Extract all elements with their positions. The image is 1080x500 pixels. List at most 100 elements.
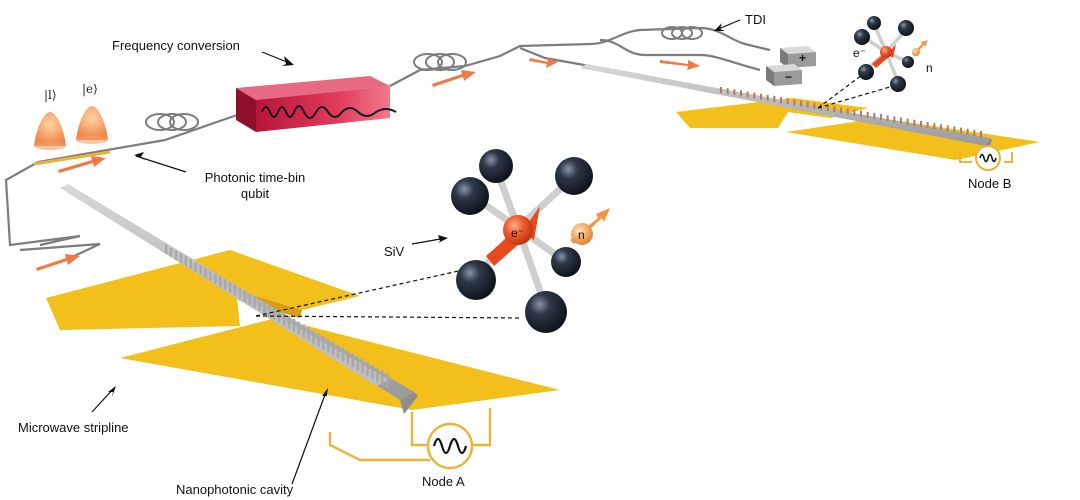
cavity-hole	[346, 350, 350, 365]
cavity-hole	[746, 91, 749, 98]
cavity-hole	[297, 321, 300, 335]
fiber-loop-icon	[661, 26, 703, 40]
cavity-hole	[204, 267, 207, 278]
cavity-hole	[880, 114, 882, 121]
cavity-hole	[248, 293, 251, 305]
cavity-hole	[720, 87, 722, 93]
cavity-hole	[214, 273, 217, 284]
cavity-hole	[760, 93, 762, 100]
label-node-b: Node B	[968, 176, 1012, 191]
cavity-hole	[199, 264, 202, 275]
cavity-hole	[307, 327, 310, 341]
photonic-crystal-holes-a	[165, 245, 389, 388]
label-microwave-stripline: Microwave stripline	[18, 420, 129, 435]
label-tdi: TDI	[745, 12, 766, 27]
cavity-hole	[860, 110, 862, 117]
fiber-loop-icon	[413, 53, 467, 71]
cavity-hole	[169, 247, 173, 257]
cavity-hole	[873, 112, 876, 119]
detector-icon	[766, 64, 802, 86]
cavity-hole	[753, 92, 756, 99]
photon-pulse-early	[76, 106, 108, 144]
cavity-hole	[953, 126, 956, 133]
cavity-hole	[361, 358, 364, 374]
siv-defect-large	[451, 149, 610, 333]
ket-early: |e⟩	[82, 82, 98, 96]
nucleus-label-large: n	[578, 228, 585, 242]
cavity-hole	[973, 129, 976, 136]
cavity-hole	[376, 367, 379, 383]
cavity-hole	[322, 336, 325, 350]
cavity-hole	[179, 253, 183, 263]
cavity-hole	[253, 296, 256, 308]
fiber-loop-icon	[145, 113, 199, 131]
cavity-hole	[287, 316, 291, 329]
label-siv: SiV	[384, 244, 405, 259]
cavity-hole	[292, 318, 296, 332]
label-photonic-time-bin-line1: Photonic time-bin	[204, 170, 306, 185]
cavity-hole	[940, 124, 942, 131]
cavity-hole	[813, 102, 816, 109]
cavity-hole	[366, 361, 369, 377]
cavity-hole	[258, 299, 261, 311]
siv-defect-small	[854, 16, 928, 92]
cavity-hole	[806, 101, 809, 108]
cavity-hole	[223, 279, 227, 290]
cavity-hole	[926, 121, 929, 128]
cavity-hole	[381, 370, 384, 386]
cavity-hole	[773, 96, 776, 103]
cavity-hole	[184, 256, 188, 266]
cavity-hole	[189, 259, 192, 269]
detector-minus-sign: −	[785, 70, 792, 84]
zoom-lines	[255, 71, 901, 319]
cavity-hole	[886, 115, 889, 122]
cavity-hole	[793, 99, 796, 106]
cavity-hole	[786, 98, 789, 105]
detector-plus-sign: +	[799, 51, 806, 65]
arrowheads	[108, 23, 725, 401]
cavity-hole	[766, 94, 769, 101]
cavity-hole	[233, 284, 237, 296]
microwave-source-icon	[328, 408, 492, 470]
cavity-hole	[331, 341, 335, 356]
cavity-hole	[800, 100, 802, 107]
cavity-hole	[946, 125, 949, 132]
label-nanophotonic-cavity: Nanophotonic cavity	[176, 482, 294, 497]
cavity-hole	[209, 270, 212, 281]
cavity-hole	[174, 250, 178, 260]
detector-icon	[780, 46, 816, 68]
cavity-hole	[900, 117, 902, 124]
cavity-hole	[302, 324, 305, 338]
leader-lines	[91, 19, 741, 485]
cavity-hole	[913, 119, 916, 126]
cavity-hole	[327, 338, 330, 353]
cavity-hole	[356, 355, 359, 371]
cavity-hole	[893, 116, 896, 123]
label-frequency-conversion: Frequency conversion	[112, 38, 240, 53]
cavity-hole	[840, 107, 842, 114]
arrow-icon	[36, 58, 700, 271]
cavity-hole	[386, 373, 389, 388]
cavity-hole	[228, 281, 232, 293]
cavity-hole	[966, 128, 969, 135]
label-node-a: Node A	[422, 474, 465, 489]
cavity-hole	[312, 330, 315, 344]
cavity-hole	[733, 89, 736, 96]
photonic-crystal-holes-b	[720, 87, 982, 137]
cavity-hole	[960, 127, 962, 134]
cavity-hole	[351, 353, 355, 368]
cavity-hole	[282, 313, 286, 326]
frequency-converter	[236, 76, 397, 132]
cavity-hole	[933, 123, 936, 130]
photon-pulse-late	[34, 112, 66, 150]
label-photonic-time-bin-line2: qubit	[240, 186, 270, 201]
cavity-hole	[866, 111, 869, 118]
cavity-hole	[243, 290, 246, 302]
time-bin-segment	[33, 150, 111, 166]
cavity-hole	[846, 108, 849, 115]
cavity-hole	[980, 131, 982, 137]
cavity-hole	[341, 347, 345, 362]
cavity-hole	[273, 307, 276, 320]
cavity-hole	[853, 109, 856, 116]
